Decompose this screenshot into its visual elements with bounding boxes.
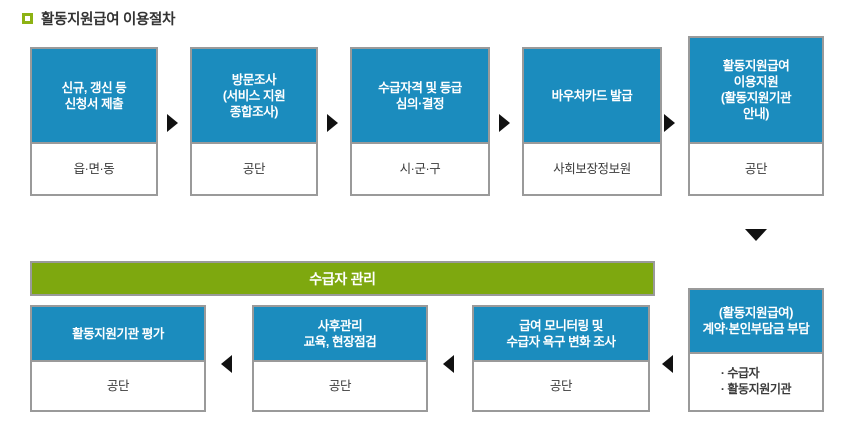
page-title-text: 활동지원급여 이용절차 [41,12,176,28]
arrow-right-icon-3 [499,114,510,132]
arrow-left-icon-2 [443,355,454,373]
arrow-right-icon-4 [664,114,675,132]
step-box-4: 바우처카드 발급 사회보장정보원 [522,47,662,196]
step-2-agency: 공단 [192,142,316,194]
step-9-agency: 공단 [32,360,204,410]
recipient-management-banner-label: 수급자 관리 [309,270,376,287]
arrow-right-icon-1 [167,114,178,132]
step-box-3: 수급자격 및 등급 심의·결정 시·군·구 [350,47,490,196]
step-3-title: 수급자격 및 등급 심의·결정 [352,49,488,142]
step-7-agency: 공단 [474,360,648,410]
step-5-agency: 공단 [690,142,822,194]
step-1-title: 신규, 갱신 등 신청서 제출 [32,49,156,142]
step-1-agency: 읍·면·동 [32,142,156,194]
step-3-agency: 시·군·구 [352,142,488,194]
step-box-5: 활동지원급여 이용지원 (활동지원기관 안내) 공단 [688,36,824,196]
step-9-title: 활동지원기관 평가 [32,307,204,360]
step-box-6: (활동지원급여) 계약·본인부담금 부담 · 수급자 · 활동지원기관 [688,288,824,412]
green-square-bullet-icon [22,13,33,24]
step-box-1: 신규, 갱신 등 신청서 제출 읍·면·동 [30,47,158,196]
arrow-left-icon-1 [662,355,673,373]
page-title: 활동지원급여 이용절차 [22,8,175,29]
step-8-title: 사후관리 교육, 현장점검 [254,307,426,360]
step-box-7: 급여 모니터링 및 수급자 욕구 변화 조사 공단 [472,305,650,412]
step-4-title: 바우처카드 발급 [524,49,660,142]
step-box-2: 방문조사 (서비스 지원 종합조사) 공단 [190,47,318,196]
step-7-title: 급여 모니터링 및 수급자 욕구 변화 조사 [474,307,648,360]
step-2-title: 방문조사 (서비스 지원 종합조사) [192,49,316,142]
step-box-9: 활동지원기관 평가 공단 [30,305,206,412]
arrow-left-icon-3 [221,355,232,373]
step-box-8: 사후관리 교육, 현장점검 공단 [252,305,428,412]
step-6-title: (활동지원급여) 계약·본인부담금 부담 [690,290,822,352]
arrow-down-icon [745,229,767,241]
step-4-agency: 사회보장정보원 [524,142,660,194]
recipient-management-banner: 수급자 관리 [30,261,655,296]
step-6-parties: · 수급자 · 활동지원기관 [690,352,822,410]
step-8-agency: 공단 [254,360,426,410]
step-5-title: 활동지원급여 이용지원 (활동지원기관 안내) [690,38,822,142]
arrow-right-icon-2 [327,114,338,132]
